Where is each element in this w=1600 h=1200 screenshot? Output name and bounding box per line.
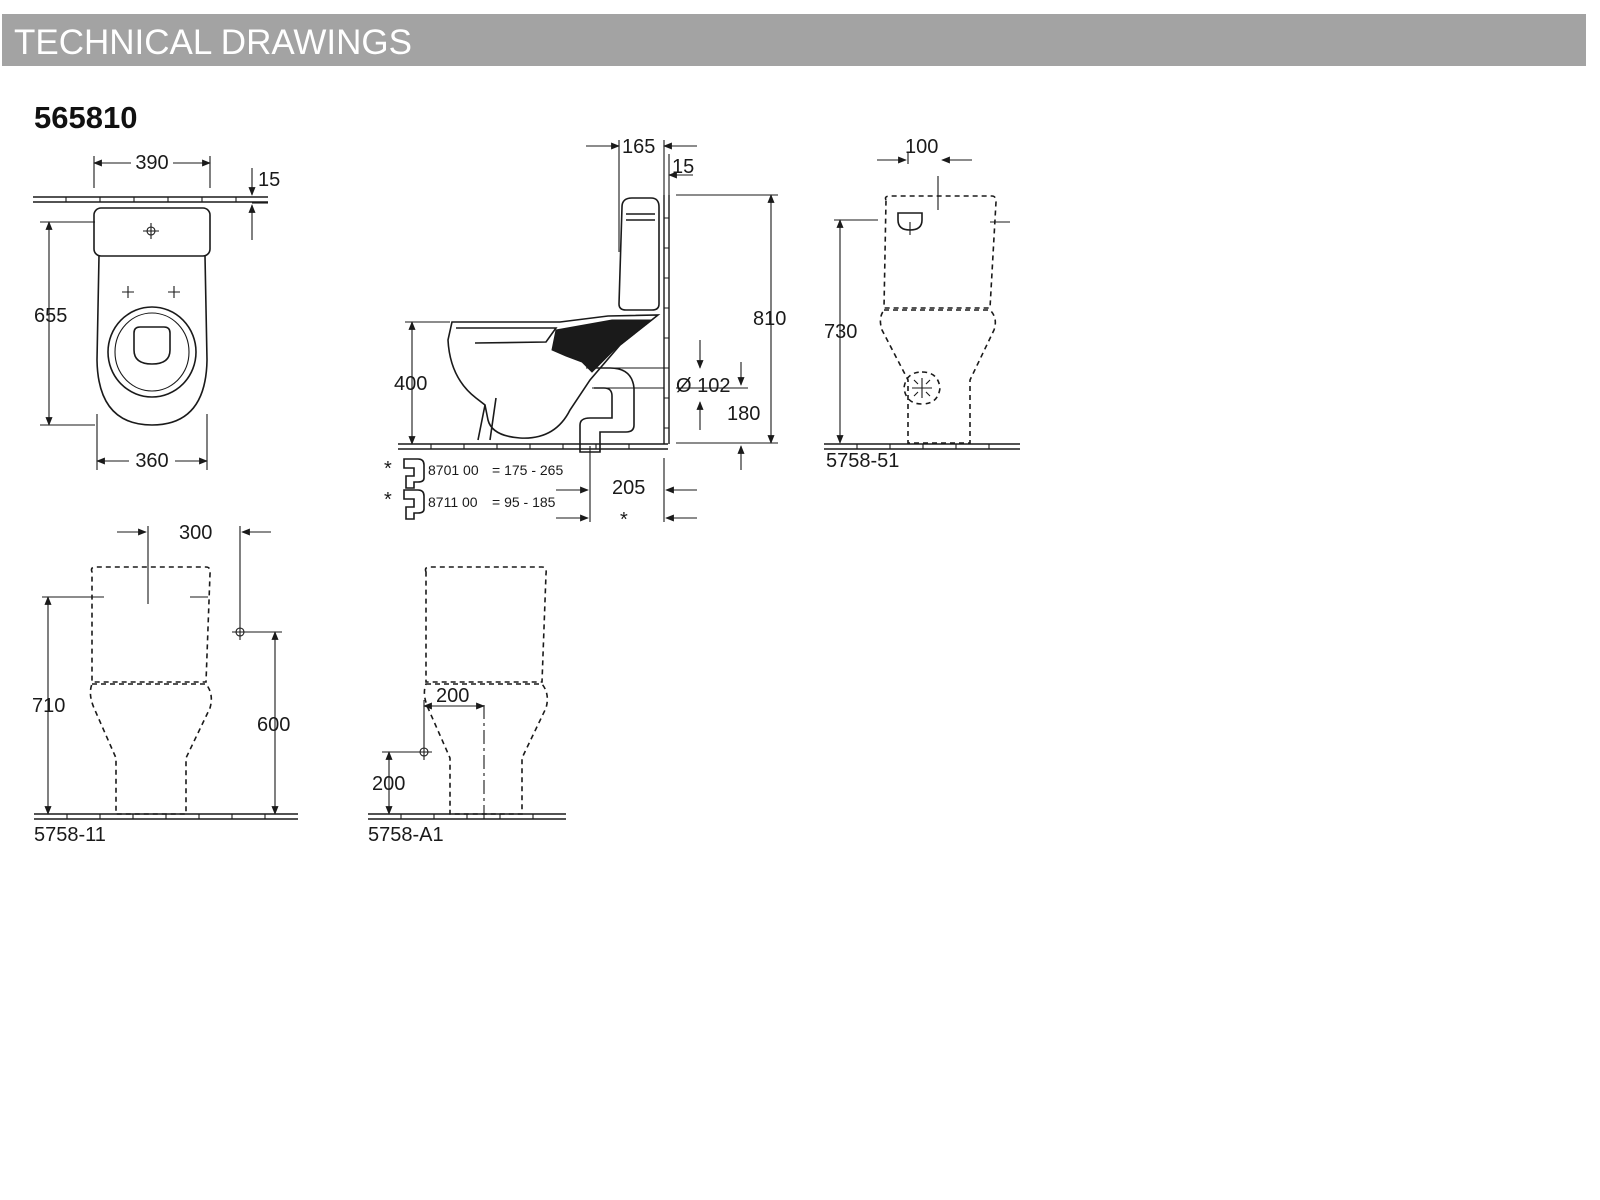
product-code: 565810 bbox=[34, 100, 138, 135]
dim-100: 100 bbox=[905, 136, 938, 158]
dim-line-600 bbox=[246, 631, 282, 815]
dim-line-200-horizontal bbox=[423, 700, 485, 744]
pan-connector-icon bbox=[403, 458, 425, 489]
dim-line-810 bbox=[676, 194, 778, 444]
accessory-2-range: = 95 - 185 bbox=[492, 494, 556, 510]
dim-200-offset: 200 bbox=[436, 685, 469, 707]
dim-600: 600 bbox=[257, 714, 290, 736]
dim-line-205 bbox=[556, 446, 697, 522]
accessory-item-2: * 8711 00 = 95 - 185 bbox=[384, 489, 556, 520]
dim-15-top: 15 bbox=[258, 169, 280, 191]
dim-diameter-102: Ø 102 bbox=[676, 375, 730, 397]
v11-code-label: 5758-11 bbox=[34, 824, 106, 846]
top-view-seat-outer bbox=[107, 306, 197, 398]
top-view-bowl bbox=[96, 255, 208, 426]
variant-5758-A1: 200 200 5758-A1 bbox=[368, 566, 566, 846]
dim-205: 205 bbox=[612, 477, 645, 499]
top-view-wall bbox=[33, 196, 268, 203]
dim-200-height: 200 bbox=[372, 773, 405, 795]
dim-730: 730 bbox=[824, 321, 857, 343]
accessory-2-code: 8711 00 bbox=[428, 494, 478, 510]
accessory-1-mark: * bbox=[384, 458, 392, 480]
accessory-1-range: = 175 - 265 bbox=[492, 462, 563, 478]
pan-connector-short-icon bbox=[403, 489, 425, 520]
fixing-points-icon bbox=[122, 286, 180, 298]
v51-cistern bbox=[883, 195, 997, 309]
page-title: TECHNICAL DRAWINGS bbox=[14, 23, 412, 62]
top-view-seat-inner bbox=[114, 312, 190, 392]
v51-outlet-cross-icon bbox=[903, 371, 941, 405]
v51-bowl bbox=[879, 309, 997, 444]
accessory-1-code: 8701 00 bbox=[428, 462, 479, 478]
dim-line-400 bbox=[405, 321, 450, 445]
accessory-2-mark: * bbox=[384, 489, 392, 511]
dim-asterisk: * bbox=[620, 509, 628, 531]
top-view: 390 15 655 360 bbox=[33, 152, 280, 472]
v51-floor bbox=[824, 443, 1020, 450]
side-view-lid bbox=[626, 213, 655, 221]
top-view-opening bbox=[133, 326, 171, 365]
variant-5758-51: 100 730 5758-51 bbox=[824, 136, 1020, 472]
side-view-trap-section bbox=[551, 319, 654, 373]
va1-supply-point-icon bbox=[416, 744, 432, 760]
dim-line-d102 bbox=[676, 340, 748, 430]
dim-165: 165 bbox=[622, 136, 655, 158]
dim-line-655 bbox=[40, 221, 95, 426]
dim-line-165 bbox=[586, 140, 697, 252]
dim-360: 360 bbox=[135, 450, 168, 472]
dim-710: 710 bbox=[32, 695, 65, 717]
dim-300: 300 bbox=[179, 522, 212, 544]
side-view-foot bbox=[477, 397, 497, 441]
side-view-bowl bbox=[447, 314, 661, 439]
dim-655: 655 bbox=[34, 305, 67, 327]
v11-supply-point-icon bbox=[232, 624, 248, 640]
dim-400: 400 bbox=[394, 373, 427, 395]
dim-line-730 bbox=[834, 219, 878, 444]
v51-code-label: 5758-51 bbox=[826, 450, 899, 472]
variant-5758-11: 300 710 600 5758-11 bbox=[32, 522, 298, 846]
side-view-seat bbox=[456, 327, 558, 344]
top-view-cistern bbox=[93, 207, 211, 257]
dim-line-300 bbox=[117, 526, 271, 624]
side-view-outlet-pan bbox=[579, 367, 635, 453]
side-view-cistern bbox=[618, 197, 660, 311]
side-view-wall bbox=[663, 195, 670, 444]
dim-810: 810 bbox=[753, 308, 786, 330]
dim-180: 180 bbox=[727, 403, 760, 425]
dim-line-360 bbox=[97, 414, 207, 470]
side-view-floor bbox=[398, 443, 668, 450]
va1-code-label: 5758-A1 bbox=[368, 824, 444, 846]
header-bar: TECHNICAL DRAWINGS bbox=[2, 14, 1586, 66]
va1-bowl bbox=[423, 683, 549, 815]
dim-15-side: 15 bbox=[672, 156, 694, 178]
dim-line-710 bbox=[42, 596, 86, 815]
dim-line-390 bbox=[94, 156, 210, 188]
cistern-button-icon bbox=[143, 223, 159, 239]
dim-line-100 bbox=[877, 152, 972, 210]
dim-line-200-vertical bbox=[382, 751, 418, 815]
va1-cistern bbox=[424, 566, 547, 683]
side-view: 400 165 15 810 Ø 102 180 bbox=[384, 136, 786, 531]
accessory-item-1: * 8701 00 = 175 - 265 bbox=[384, 458, 563, 489]
v11-cistern bbox=[90, 566, 211, 683]
dim-line-15 bbox=[248, 168, 268, 240]
dim-390: 390 bbox=[135, 152, 168, 174]
v11-bowl bbox=[89, 683, 213, 815]
